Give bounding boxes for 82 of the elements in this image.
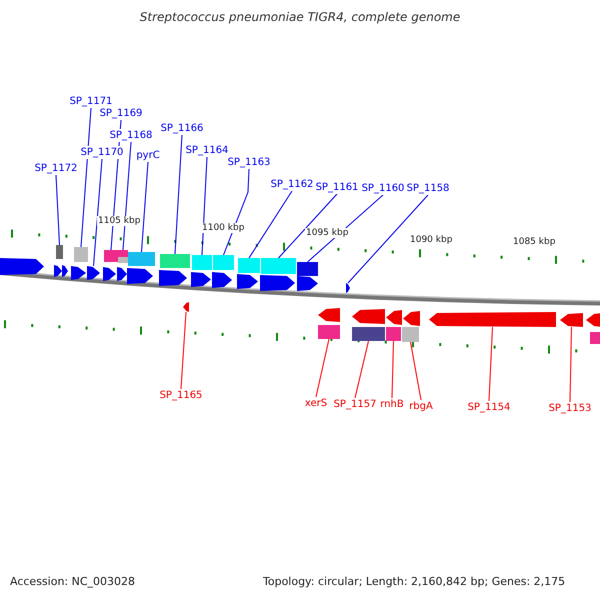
gene-label: SP_1172 <box>34 162 78 175</box>
scale-label: 1095 kbp <box>305 228 350 238</box>
gene-shape <box>560 313 583 327</box>
gene-box <box>318 325 340 339</box>
gene-label: SP_1169 <box>100 107 142 120</box>
gene-shape <box>0 258 44 275</box>
gene-shape <box>297 276 318 291</box>
scale-label: 1100 kbp <box>201 223 246 233</box>
gene-shape <box>318 308 340 322</box>
gene-shape <box>103 267 116 281</box>
gene-box <box>118 250 128 257</box>
gene-label: pyrC <box>136 149 160 162</box>
gene-box <box>238 258 260 273</box>
gene-shape <box>212 272 232 288</box>
gene-label: SP_1158 <box>406 182 450 195</box>
leader-line <box>93 158 102 266</box>
gene-shape <box>183 302 189 312</box>
leader-line <box>223 168 250 256</box>
scale-label: 1105 kbp <box>97 216 142 226</box>
leader-line <box>307 194 384 262</box>
gene-label: SP_1160 <box>362 182 404 195</box>
gene-box <box>104 250 118 262</box>
leader-line <box>248 190 292 258</box>
leader-line <box>354 340 369 398</box>
gene-label: SP_1164 <box>186 144 228 157</box>
leader-line <box>56 174 60 246</box>
gene-shape <box>260 275 295 291</box>
gene-box <box>213 255 234 270</box>
gene-shape <box>159 270 187 286</box>
gene-box <box>297 262 318 276</box>
gene-shape <box>429 312 556 327</box>
gene-shape <box>586 313 600 327</box>
leader-line <box>174 134 182 254</box>
gene-shape <box>403 311 420 326</box>
gene-box <box>192 255 212 270</box>
gene-box <box>56 245 63 259</box>
gene-label: SP_1165 <box>160 389 202 402</box>
title: Streptococcus pneumoniae TIGR4, complete genome <box>138 10 462 24</box>
gene-shape <box>237 274 258 289</box>
gene-shape <box>87 266 100 280</box>
gene-label: SP_1168 <box>110 129 152 142</box>
scale-label: 1085 kbp <box>512 237 556 247</box>
scale-label: 1090 kbp <box>409 235 454 245</box>
gene-label: rbgA <box>409 400 433 413</box>
leader-line <box>80 108 92 248</box>
leader-line <box>278 194 338 258</box>
gene-label: SP_1161 <box>316 181 358 194</box>
accession-text: Accession: NC_003028 <box>9 575 136 589</box>
leader-line <box>180 312 186 390</box>
gene-box <box>352 327 385 341</box>
leader-line <box>392 340 394 398</box>
gene-label: SP_1157 <box>334 398 376 411</box>
leader-line <box>141 162 148 252</box>
gene-box <box>74 247 88 262</box>
leader-line <box>348 194 428 284</box>
gene-box <box>118 257 128 263</box>
gene-label: SP_1163 <box>228 156 270 169</box>
gene-label: SP_1166 <box>160 122 204 135</box>
leader-line <box>202 156 208 256</box>
gene-box <box>160 254 190 268</box>
leader-line <box>410 342 422 400</box>
gene-label: SP_1170 <box>80 146 124 159</box>
gene-box <box>590 332 600 344</box>
gene-label: SP_1162 <box>270 178 314 191</box>
gene-label: SP_1154 <box>468 401 510 414</box>
gene-label: SP_1153 <box>548 402 592 415</box>
gene-box <box>128 252 155 266</box>
gene-box <box>261 258 296 274</box>
genome-info-text: Topology: circular; Length: 2,160,842 bp; Genes: 2,175 <box>262 575 566 589</box>
gene-label: SP_1171 <box>70 95 112 108</box>
gene-shape <box>54 265 62 277</box>
gene-shape <box>346 283 350 293</box>
leader-line <box>122 142 132 250</box>
gene-shape <box>191 272 211 287</box>
leader-line <box>316 338 330 398</box>
leader-line <box>570 326 572 402</box>
gene-shape <box>62 265 68 277</box>
gene-box <box>402 327 419 342</box>
gene-shape <box>71 266 86 280</box>
gene-box <box>386 327 401 341</box>
leader-line <box>488 326 493 402</box>
gene-shape <box>386 310 402 325</box>
